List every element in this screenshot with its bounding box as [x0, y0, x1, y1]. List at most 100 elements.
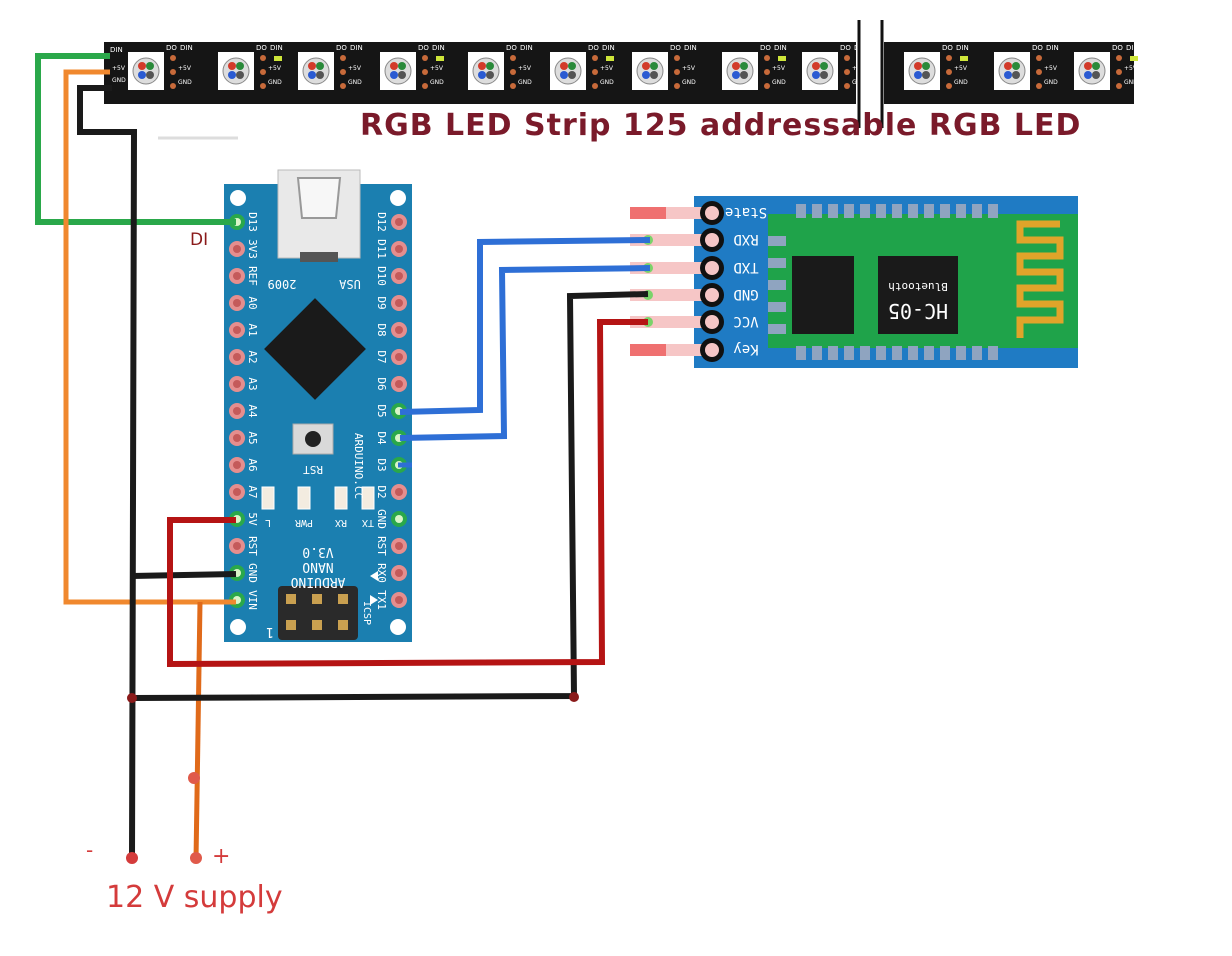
strip-do-label: DO [256, 44, 267, 52]
led-pwr [297, 486, 311, 510]
nano-pin-right-label: D3 [375, 458, 388, 471]
hc05-brand-label: Bluetooth [888, 280, 948, 293]
nano-pin-right-label: D7 [375, 350, 388, 363]
nano-pin-left-label: A1 [246, 323, 259, 336]
hc05-pin: VCC [630, 310, 759, 334]
nano-pin-left-label: A7 [246, 485, 259, 498]
strip-do-label: DO [840, 44, 851, 52]
strip-do-label: DO [670, 44, 681, 52]
nano-pin-right-label: RST [375, 536, 388, 556]
strip-5v-label: +5V [268, 65, 282, 72]
strip-5v-label: +5V [430, 65, 444, 72]
nano-name-label: NANO [302, 559, 333, 574]
led-rx-label: RX [335, 517, 347, 528]
strip-5v-label: +5V [772, 65, 786, 72]
wire-data-green [35, 53, 236, 225]
wire-gnd-black [77, 85, 138, 861]
nano-pin-right-label: D2 [375, 485, 388, 498]
hc05-pin: Key [630, 338, 759, 362]
nano-pin-left-label: A2 [246, 350, 259, 363]
hc05-pin-label: TXD [733, 259, 758, 275]
hc05-pin: GND [630, 283, 759, 307]
hc05-pin-label: State [725, 204, 767, 220]
minus-label: - [86, 838, 94, 862]
led-tx [361, 486, 375, 510]
mount-hole [230, 190, 246, 206]
nano-pin-right-label: D4 [375, 431, 388, 445]
strip-5v-label: +5V [682, 65, 696, 72]
nano-pin-left-label: VIN [246, 590, 259, 610]
rx-arrow-icon [370, 571, 378, 581]
strip-do-label: DO [760, 44, 771, 52]
strip-gnd-label: GND [772, 79, 786, 86]
strip-do-label: DO [166, 44, 177, 52]
nano-pin-left-label: A4 [246, 404, 259, 418]
nano-year-label: 2009 [268, 277, 297, 291]
strip-title: RGB LED Strip 125 addressable RGB LED [360, 108, 1082, 143]
nano-rst-label: RST [303, 463, 323, 476]
nano-usa-label: USA [338, 277, 360, 291]
strip-din-label: DIN [684, 44, 697, 52]
antenna-trace [1016, 220, 1064, 338]
supply-label: 12 V supply [106, 880, 283, 915]
strip-din-label: DIN [774, 44, 787, 52]
hc05-chip-2 [878, 256, 958, 334]
supply-minus-terminal [126, 852, 138, 864]
nano-pin-holes: D133V3REFA0A1A2A3A4A5A6A75VRSTGNDVIND12D… [229, 212, 407, 610]
plus-label: + [212, 844, 231, 869]
wire-5v-red [167, 319, 648, 668]
mount-hole [390, 619, 406, 635]
strip-gnd-label: GND [348, 79, 362, 86]
nano-pin-left-label: GND [246, 563, 259, 583]
strip-din-label: DIN [520, 44, 533, 52]
nano-pin-right-label: D11 [375, 239, 388, 259]
hc05-pin-label: Key [733, 341, 758, 357]
strip-do-label: DO [588, 44, 599, 52]
strip-do-label: DO [1112, 44, 1123, 52]
nano-pin-right-label: D10 [375, 266, 388, 286]
strip-gnd-label: GND [518, 79, 532, 86]
strip-din-label: DIN [602, 44, 615, 52]
strip-do-label: DO [506, 44, 517, 52]
nano-pin-right-label: TX1 [375, 590, 388, 610]
junction-dots [127, 692, 579, 784]
microcontroller-chip [264, 298, 366, 400]
nano-pin-right-label: D12 [375, 212, 388, 232]
nano-pin-left-label: D13 [246, 212, 259, 232]
strip-gnd-label: GND [268, 79, 282, 86]
strip-5v-label: +5V [1044, 65, 1058, 72]
strip-din-label: DIN [180, 44, 193, 52]
strip-5v-label: +5V [1124, 65, 1138, 72]
reset-button [292, 423, 334, 455]
led-l-label: L [265, 517, 271, 528]
nano-pin-left-label: 3V3 [246, 239, 259, 259]
nano-pin-left-label: 5V [246, 512, 259, 526]
wire-nano-gnd [131, 571, 237, 579]
nano-pin-left-label: A3 [246, 377, 259, 390]
strip-din-label: DIN [1126, 44, 1139, 52]
nano-pin-right-label: GND [375, 509, 388, 529]
nano-pin-right-label: D8 [375, 323, 388, 336]
nano-pin-left-label: A0 [246, 296, 259, 309]
strip-in-din-label: DIN [110, 46, 123, 54]
tx-arrow-icon [370, 595, 378, 605]
strip-din-label: DIN [270, 44, 283, 52]
hc05-pin: State [630, 201, 767, 225]
wire-hc05-gnd [131, 291, 649, 701]
led-tx-label: TX [362, 517, 374, 528]
hc05-castellated-pads [768, 204, 998, 360]
mount-hole [390, 190, 406, 206]
nano-pin-right-label: D6 [375, 377, 388, 390]
strip-gnd-label: GND [1124, 79, 1138, 86]
mount-hole [230, 619, 246, 635]
usb-pins [300, 252, 338, 262]
nano-brand-label: ARDUINO [290, 574, 345, 589]
